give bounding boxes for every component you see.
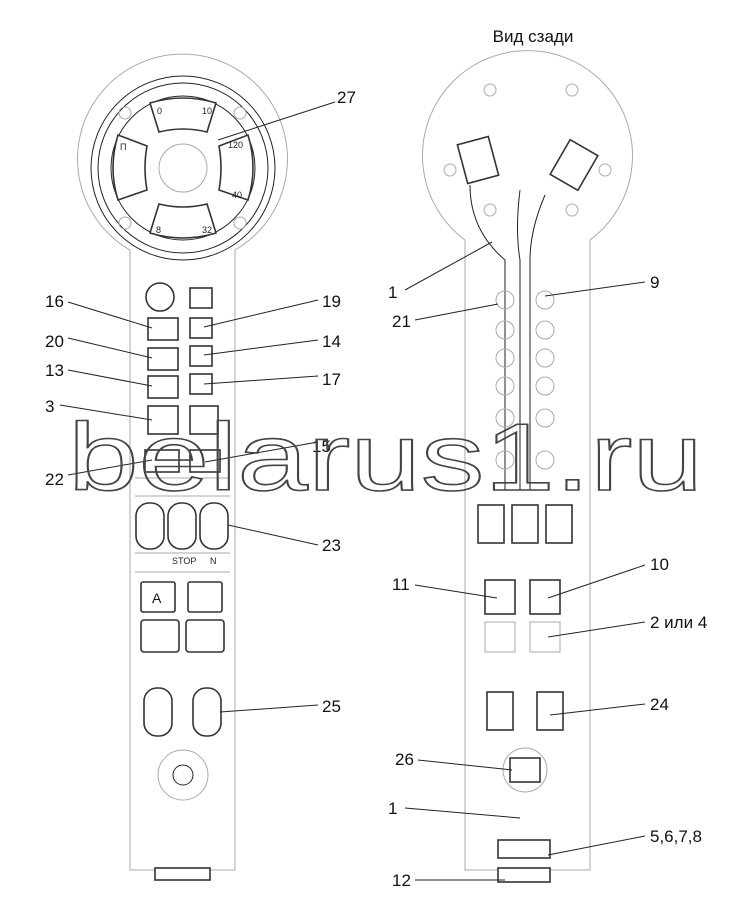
blank-button	[140, 619, 180, 653]
callout-13: 13	[45, 361, 64, 380]
callout-16: 16	[45, 292, 64, 311]
wire-harness	[469, 184, 546, 490]
callout-11: 11	[392, 575, 410, 594]
connector-10	[529, 579, 561, 615]
round-lamp	[145, 282, 175, 312]
oil-lamp-icon	[233, 106, 247, 120]
callout-10: 10	[650, 555, 669, 574]
coolant-temp-gauge: 120 40	[218, 133, 254, 202]
callout-12: 12	[392, 871, 411, 890]
button-power[interactable]	[187, 581, 223, 613]
voltmeter-gauge: 8 32	[148, 203, 218, 239]
blank-button	[185, 619, 225, 653]
rocker-switches-23	[135, 502, 229, 550]
gauge-connector	[456, 135, 500, 185]
rear-panel: Вид сзади	[422, 27, 633, 883]
callout-15: 15	[312, 437, 331, 456]
svg-text:40: 40	[232, 190, 242, 200]
callout-lines	[59, 101, 646, 881]
svg-text:0: 0	[157, 106, 162, 116]
switch-19[interactable]	[189, 317, 213, 339]
callout-17: 17	[322, 370, 341, 389]
n-label: N	[210, 556, 217, 566]
gauge-connector	[549, 138, 599, 192]
callout-27: 27	[337, 88, 356, 107]
switch-17[interactable]	[189, 373, 213, 395]
oil-pressure-gauge: 0 10	[148, 97, 218, 133]
callout-22: 22	[45, 470, 64, 489]
rocker-switch[interactable]	[167, 502, 197, 550]
callout-23: 23	[322, 536, 341, 555]
front-panel-outline	[77, 53, 288, 871]
callout-2-or-4: 2 или 4	[650, 613, 707, 632]
callout-1-bottom: 1	[388, 799, 397, 818]
svg-text:П: П	[120, 142, 126, 152]
button-a[interactable]	[140, 581, 176, 613]
watermark: belarus1.ru	[68, 404, 703, 511]
callout-24: 24	[650, 695, 669, 714]
callout-labels: 27 16 19 20 14 13 17 3 15 22 23 25 1 9 2…	[45, 88, 707, 890]
fuel-gauge: П	[112, 133, 148, 202]
svg-text:10: 10	[202, 106, 212, 116]
battery-lamp-icon	[118, 216, 132, 230]
round-socket	[157, 749, 209, 801]
rear-lamps	[495, 290, 555, 470]
svg-text:8: 8	[156, 225, 161, 235]
switch-13[interactable]	[147, 375, 179, 399]
connector	[154, 867, 211, 881]
switch-16[interactable]	[147, 317, 179, 341]
connector-26	[509, 757, 541, 783]
callout-21: 21	[392, 312, 411, 331]
plus-minus-switch[interactable]	[143, 687, 173, 737]
connector-12	[497, 867, 551, 883]
gauge-center	[158, 143, 208, 193]
switch-15[interactable]	[189, 449, 221, 473]
callout-1: 1	[388, 283, 397, 302]
stop-label: STOP	[172, 556, 196, 566]
callout-19: 19	[322, 292, 341, 311]
on-off-switch-25[interactable]	[192, 687, 222, 737]
rocker-switch[interactable]	[199, 502, 229, 550]
switch-20[interactable]	[147, 347, 179, 371]
connector-5678	[497, 839, 551, 859]
callout-25: 25	[322, 697, 341, 716]
front-panel: 0 10 П 120 40 8 32	[77, 53, 288, 881]
callout-9: 9	[650, 273, 659, 292]
view-title: Вид сзади	[493, 27, 574, 46]
callout-3: 3	[45, 397, 54, 416]
blank-3	[147, 405, 179, 435]
svg-text:A: A	[152, 590, 162, 606]
callout-14: 14	[322, 332, 341, 351]
temp-lamp-icon	[233, 216, 247, 230]
fuel-lamp-icon	[118, 106, 132, 120]
callout-5-6-7-8: 5,6,7,8	[650, 827, 702, 846]
blank-3b	[189, 405, 219, 435]
rear-panel-outline	[422, 50, 633, 871]
svg-text:120: 120	[228, 140, 243, 150]
switch-14[interactable]	[189, 345, 213, 367]
svg-text:32: 32	[202, 225, 212, 235]
callout-26: 26	[395, 750, 414, 769]
switch-19-indicator[interactable]	[189, 287, 213, 309]
rocker-switch[interactable]	[135, 502, 165, 550]
callout-20: 20	[45, 332, 64, 351]
